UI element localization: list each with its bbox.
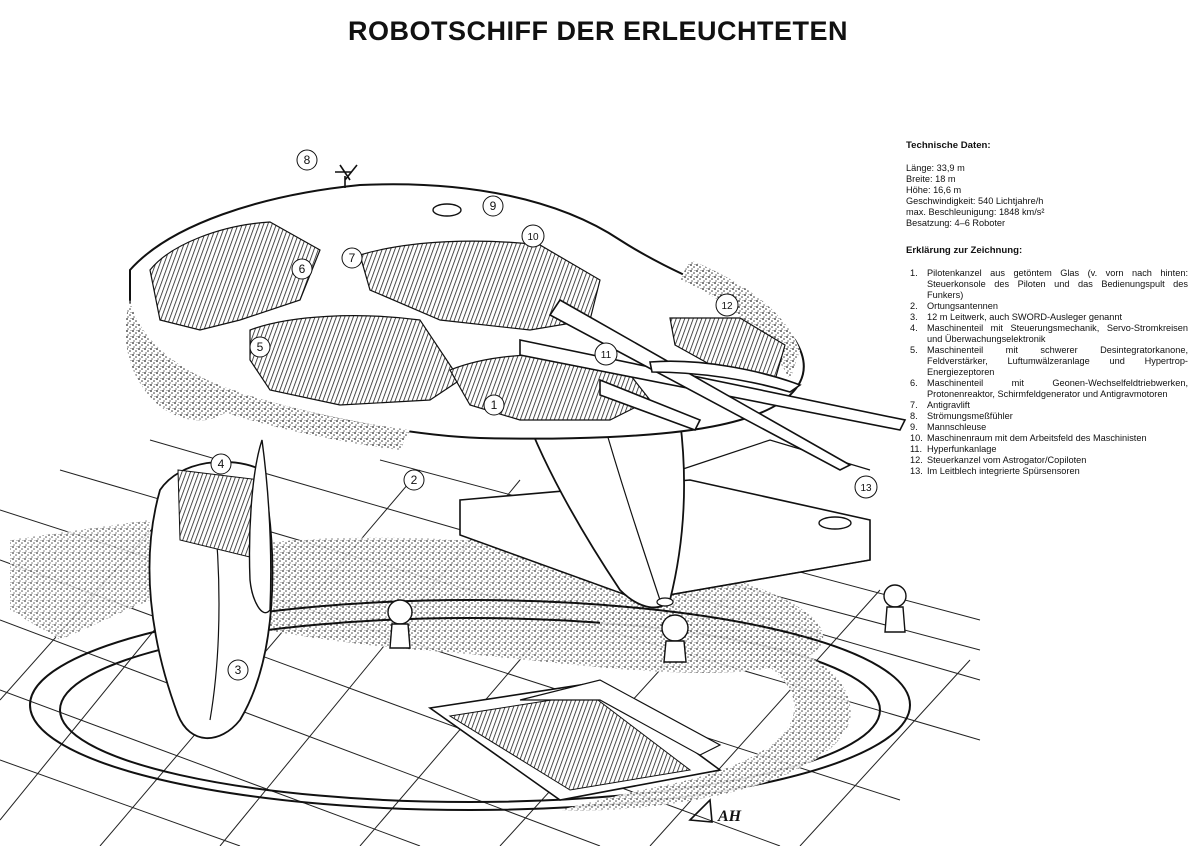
legend-item: 4.Maschinenteil mit Steuerungsmechanik, …: [910, 323, 1188, 344]
ship-hull: [125, 164, 805, 450]
callout-5: 5: [249, 336, 271, 358]
svg-text:5: 5: [257, 340, 264, 354]
legend-item: 6.Maschinenteil mit Geonen-Wechselfeldtr…: [910, 378, 1188, 399]
tail-fin-left: [148, 439, 274, 740]
robot-figures: [387, 584, 907, 663]
legend-item: 11.Hyperfunkanlage: [910, 444, 997, 454]
svg-text:9: 9: [490, 199, 497, 213]
spec-item: Besatzung: 4–6 Roboter: [906, 218, 1006, 228]
legend-item: 9.Mannschleuse: [910, 422, 987, 432]
svg-text:6: 6: [299, 262, 306, 276]
robot-3: [883, 584, 907, 633]
svg-text:10: 10: [527, 232, 539, 243]
legend-item: 12.Steuerkanzel vom Astrogator/Copiloten: [910, 455, 1087, 465]
callout-12: 12: [715, 293, 739, 317]
svg-text:3: 3: [235, 663, 242, 677]
callout-7: 7: [341, 247, 363, 269]
callout-2: 2: [403, 469, 425, 491]
callout-3: 3: [227, 659, 249, 681]
spec-item: Höhe: 16,6 m: [906, 185, 962, 195]
left-shadow: [10, 520, 150, 640]
callout-6: 6: [291, 258, 313, 280]
artist-signature: AH: [688, 798, 742, 825]
svg-text:4: 4: [218, 457, 225, 471]
legend-item: 1.Pilotenkanzel aus getöntem Glas (v. vo…: [910, 268, 1188, 300]
floor-hatch: [427, 679, 722, 801]
callout-13: 13: [854, 475, 878, 499]
legend-heading: Erklärung zur Zeichnung:: [906, 245, 1023, 256]
svg-text:13: 13: [860, 483, 872, 494]
spec-list: Länge: 33,9 m Breite: 18 m Höhe: 16,6 m …: [906, 163, 1188, 229]
tech-data-heading: Technische Daten:: [906, 140, 991, 151]
legend-item: 10.Maschinenraum mit dem Arbeitsfeld des…: [910, 433, 1147, 443]
legend-list: 1.Pilotenkanzel aus getöntem Glas (v. vo…: [906, 268, 1188, 477]
svg-text:AH: AH: [717, 808, 742, 825]
landing-track: [29, 599, 911, 811]
legend-item: 5.Maschinenteil mit schwerer Desintegrat…: [910, 345, 1188, 377]
antenna-booms: [519, 298, 907, 471]
svg-text:1: 1: [491, 398, 498, 412]
callout-9: 9: [482, 195, 504, 217]
callout-1: 1: [483, 394, 505, 416]
svg-text:8: 8: [304, 153, 311, 167]
track-shadow: [560, 610, 851, 811]
info-panel: Technische Daten: Länge: 33,9 m Breite: …: [906, 140, 1188, 477]
svg-text:7: 7: [349, 251, 356, 265]
legend-item: 2.Ortungsantennen: [910, 301, 999, 311]
page-title: ROBOTSCHIFF DER ERLEUCHTETEN: [348, 16, 848, 46]
spec-item: Geschwindigkeit: 540 Lichtjahre/h: [906, 196, 1044, 206]
svg-text:2: 2: [411, 473, 418, 487]
spec-item: Länge: 33,9 m: [906, 163, 965, 173]
callout-4: 4: [210, 453, 232, 475]
callout-8: 8: [296, 149, 318, 171]
spec-item: max. Beschleunigung: 1848 km/s²: [906, 207, 1045, 217]
callout-10: 10: [521, 224, 545, 248]
robot-1: [387, 599, 413, 649]
svg-text:11: 11: [601, 350, 612, 361]
spec-item: Breite: 18 m: [906, 174, 956, 184]
callout-11: 11: [594, 342, 618, 366]
legend-item: 7.Antigravlift: [910, 400, 970, 410]
legend-item: 8.Strömungsmeßfühler: [910, 411, 1013, 421]
svg-text:12: 12: [721, 301, 733, 312]
callout-labels: 1 2 3 4 5 6 7 8 9 10 11 12 13: [210, 149, 878, 681]
legend-item: 13.Im Leitblech integrierte Spürsensoren: [910, 466, 1080, 476]
robot-2: [661, 614, 689, 663]
legend-item: 3.12 m Leitwerk, auch SWORD-Ausleger gen…: [910, 312, 1123, 322]
